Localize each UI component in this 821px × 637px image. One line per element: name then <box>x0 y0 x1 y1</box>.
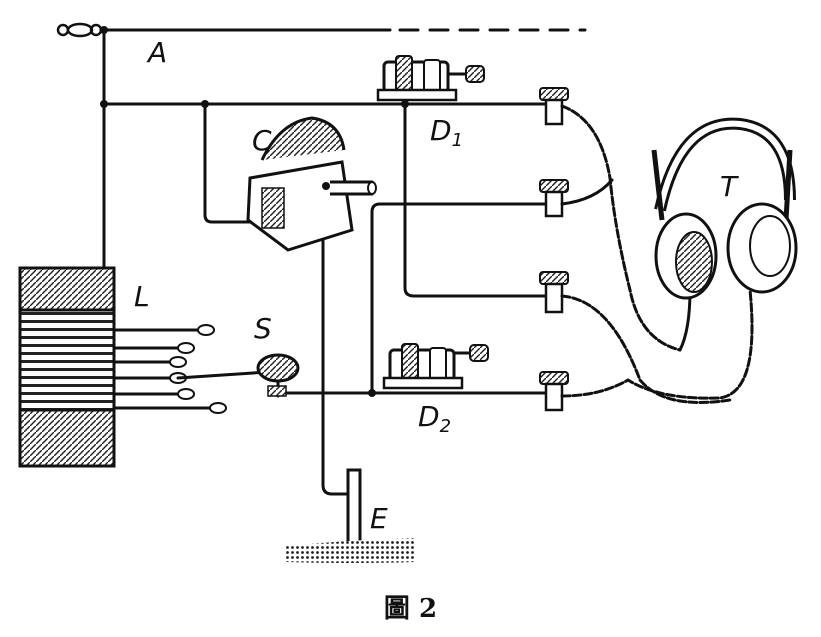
headphones <box>651 117 798 300</box>
circuit-wires <box>100 26 550 496</box>
label-earth: E <box>370 502 388 535</box>
label-detector-2: D2 <box>418 400 451 437</box>
detector-d2 <box>382 343 489 390</box>
binding-post-1 <box>539 87 569 126</box>
binding-posts <box>539 87 569 412</box>
earth-ground <box>286 468 416 563</box>
label-antenna: A <box>146 36 167 69</box>
label-headphones: T <box>720 170 739 203</box>
label-coil: L <box>134 280 150 313</box>
binding-post-3 <box>539 271 569 314</box>
label-switch: S <box>254 312 272 345</box>
label-capacitor: C <box>252 124 272 157</box>
binding-post-4 <box>539 371 569 412</box>
label-detector-1: D1 <box>430 114 463 151</box>
headphone-cords <box>560 104 754 404</box>
detector-d1 <box>376 55 485 102</box>
tuning-coil <box>18 266 227 468</box>
variable-capacitor <box>246 116 377 252</box>
figure-caption: 圖 2 <box>383 594 438 624</box>
tap-switch <box>176 353 300 398</box>
antenna-wire <box>56 22 587 38</box>
binding-post-2 <box>539 179 569 218</box>
